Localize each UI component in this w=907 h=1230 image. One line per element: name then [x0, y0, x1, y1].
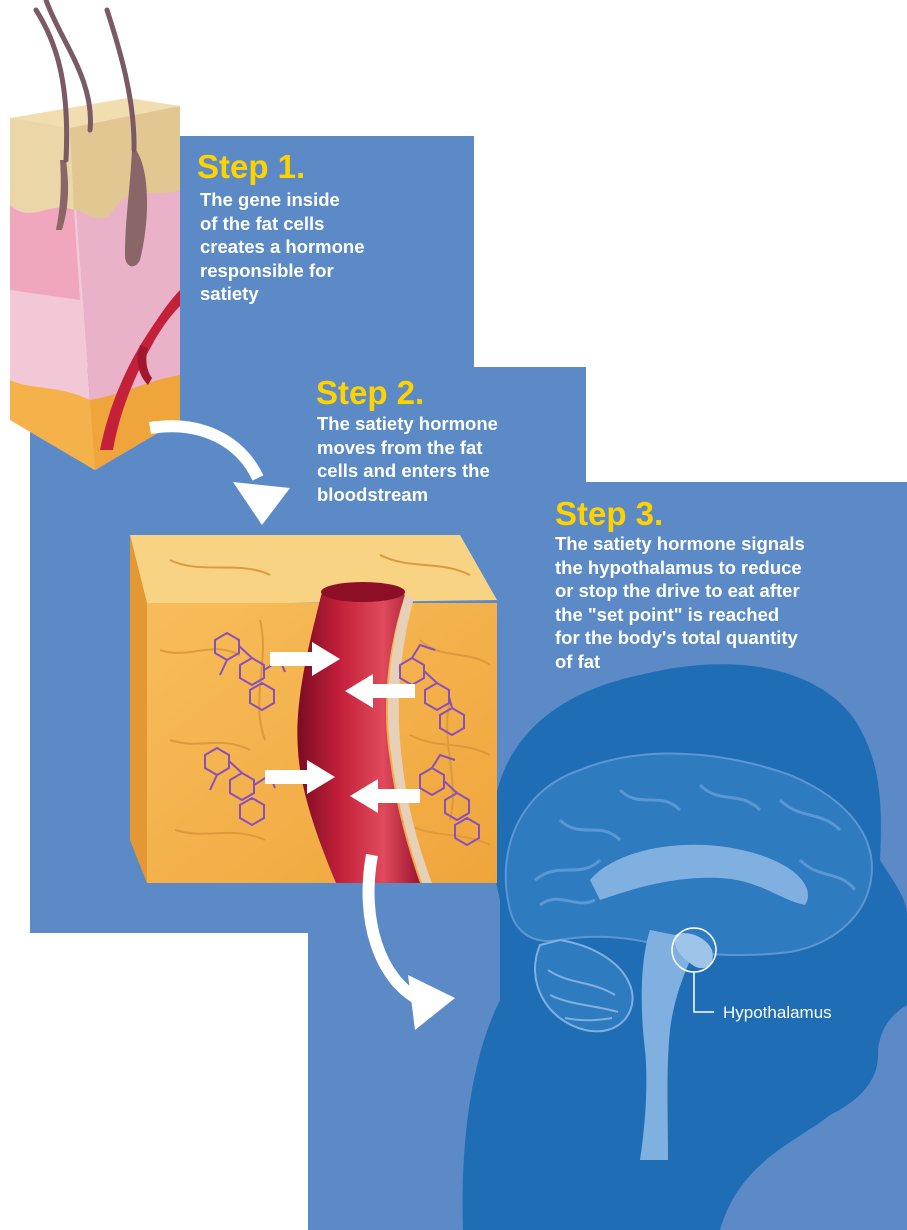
step-3-line: or stop the drive to eat after: [555, 579, 805, 603]
step-3-text: The satiety hormone signals the hypothal…: [555, 532, 805, 673]
step-3-line: of fat: [555, 650, 805, 674]
step-2-line: cells and enters the: [317, 459, 498, 483]
step-3-line: the "set point" is reached: [555, 603, 805, 627]
dermis-pink: [10, 205, 80, 300]
step-1-line: creates a hormone: [200, 235, 365, 259]
step-3-line: the hypothalamus to reduce: [555, 556, 805, 580]
step-2-title: Step 2.: [316, 376, 424, 409]
step-1-text: The gene inside of the fat cells creates…: [200, 188, 365, 306]
step-1-line: The gene inside: [200, 188, 365, 212]
step-1-line: satiety: [200, 282, 365, 306]
step-3-title: Step 3.: [555, 497, 663, 530]
fat-tissue-block: [130, 535, 497, 883]
step-2-line: The satiety hormone: [317, 412, 498, 436]
step-1-title: Step 1.: [197, 150, 305, 183]
step-2-line: moves from the fat: [317, 436, 498, 460]
step-2-text: The satiety hormone moves from the fat c…: [317, 412, 498, 506]
step-1-line: responsible for: [200, 259, 365, 283]
step-2-line: bloodstream: [317, 483, 498, 507]
vessel-opening: [321, 582, 405, 602]
step-3-line: The satiety hormone signals: [555, 532, 805, 556]
skin-block: [10, 98, 180, 470]
fat-block-top: [130, 535, 497, 605]
step-3-line: for the body's total quantity: [555, 626, 805, 650]
hypothalamus-label: Hypothalamus: [723, 1003, 832, 1023]
step-1-line: of the fat cells: [200, 212, 365, 236]
